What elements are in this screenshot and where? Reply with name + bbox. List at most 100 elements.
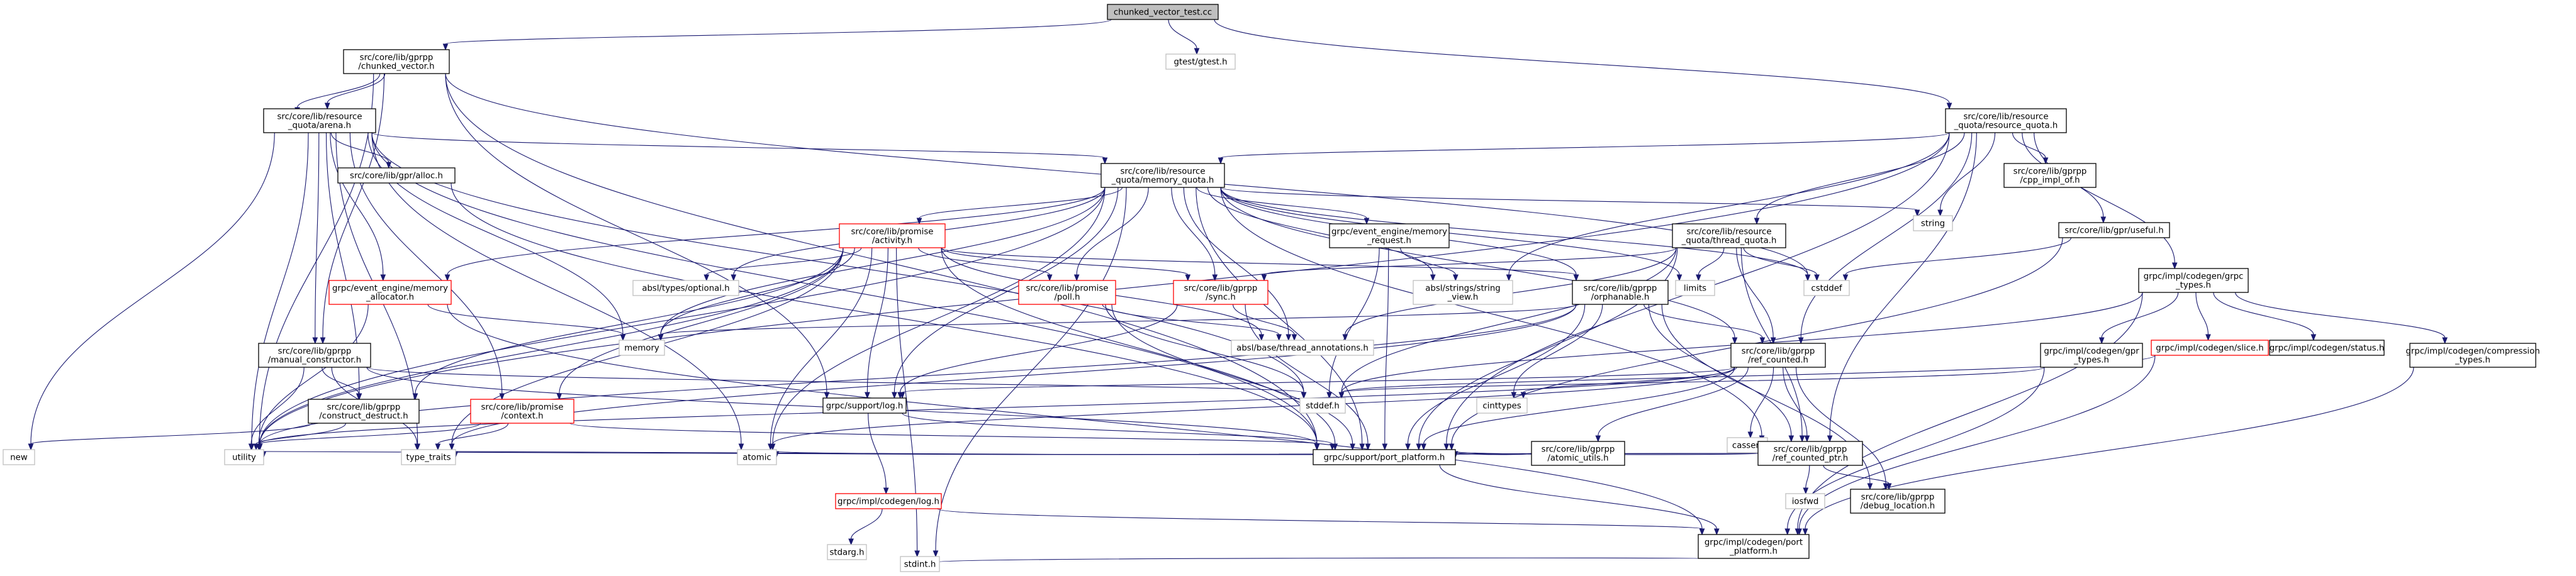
node-stdint[interactable]: stdint.h (900, 556, 940, 572)
node-gprtypes[interactable]: grpc/impl/codegen/gpr_types.h (2040, 343, 2143, 368)
node-label: /debug_location.h (1861, 502, 1935, 511)
node-box (401, 449, 456, 465)
edge-ema-to-utility (255, 304, 369, 451)
node-emr[interactable]: grpc/event_engine/memory_request.h (1329, 223, 1450, 248)
edge-line (1736, 247, 1774, 338)
node-cd[interactable]: src/core/lib/gprpp/construct_destruct.h (308, 399, 420, 424)
node-arena[interactable]: src/core/lib/resource_quota/arena.h (263, 108, 376, 133)
node-tq[interactable]: src/core/lib/resource_quota/thread_quota… (1672, 223, 1786, 248)
edge-line (296, 73, 381, 108)
edge-line (660, 187, 1106, 335)
edge-mc-to-stddef (366, 367, 1307, 399)
node-typetraits[interactable]: type_traits (401, 449, 456, 465)
node-cinttypes[interactable]: cinttypes (1476, 397, 1528, 414)
node-label: /activity.h (872, 236, 912, 246)
node-stringview[interactable]: absl/strings/string_view.h (1413, 280, 1513, 305)
arrowhead (1595, 435, 1601, 443)
arrowhead (1696, 274, 1701, 282)
node-refcounted[interactable]: src/core/lib/gprpp/ref_counted.h (1730, 343, 1826, 368)
arrowhead (916, 218, 922, 225)
edge-arena-to-mq (371, 132, 1108, 165)
edge-context-to-portplatform (569, 423, 1320, 451)
node-label: _request.h (1367, 236, 1411, 246)
arrowhead (738, 443, 744, 451)
node-context[interactable]: src/core/lib/promise/context.h (470, 399, 574, 424)
edge-cv-to-log (445, 73, 830, 399)
node-implog[interactable]: grpc/impl/codegen/log.h (835, 493, 942, 509)
node-cv[interactable]: src/core/lib/gprpp/chunked_vector.h (343, 49, 450, 74)
edge-line (868, 413, 887, 489)
node-rcptr[interactable]: src/core/lib/gprpp/ref_counted_ptr.h (1757, 441, 1863, 466)
node-rq[interactable]: src/core/lib/resource_quota/resource_quo… (1945, 108, 2067, 133)
edge-rcptr-to-iosfwd (1803, 465, 1810, 495)
node-poll[interactable]: src/core/lib/promise/poll.h (1018, 280, 1116, 305)
node-sync[interactable]: src/core/lib/gprpp/sync.h (1173, 280, 1268, 305)
edge-line (322, 367, 359, 394)
node-stddef[interactable]: stddef.h (1299, 397, 1346, 414)
node-alloc[interactable]: src/core/lib/gpr/alloc.h (337, 167, 456, 184)
node-label: src/core/lib/resource (277, 113, 362, 122)
node-box (1231, 340, 1374, 356)
node-label: _allocator.h (366, 293, 414, 302)
edge-refcounted-to-rcptr (1783, 367, 1810, 443)
edge-rq-to-mq (1218, 132, 1950, 165)
node-label: _types.h (2073, 356, 2109, 365)
node-atomic[interactable]: atomic (737, 449, 777, 465)
node-label: src/core/lib/gprpp (1584, 284, 1657, 294)
node-mq[interactable]: src/core/lib/resource_quota/memory_quota… (1100, 163, 1225, 188)
edge-refcounted-to-atomic (770, 367, 1735, 451)
node-mc[interactable]: src/core/lib/gprpp/manual_constructor.h (258, 343, 371, 368)
node-atomicutils[interactable]: src/core/lib/gprpp/atomic_utils.h (1531, 441, 1625, 466)
node-useful[interactable]: src/core/lib/gpr/useful.h (2058, 222, 2170, 238)
node-stdarg[interactable]: stdarg.h (827, 544, 867, 560)
node-ema[interactable]: grpc/event_engine/memory_allocator.h (328, 280, 452, 305)
node-memory[interactable]: memory (619, 340, 665, 356)
node-root[interactable]: chunked_vector_test.cc (1107, 4, 1219, 20)
node-optional[interactable]: absl/types/optional.h (632, 280, 739, 296)
node-label: src/core/lib/gprpp (1774, 445, 1847, 455)
node-box (1173, 280, 1268, 305)
node-string[interactable]: string (1913, 215, 1953, 231)
edge-line (1196, 187, 1367, 219)
node-compression[interactable]: grpc/impl/codegen/compression_types.h (2405, 343, 2540, 368)
node-limits[interactable]: limits (1675, 280, 1715, 296)
edge-line (1823, 465, 1890, 484)
arrowhead (1301, 392, 1307, 399)
node-grpctypes[interactable]: grpc/impl/codegen/grpc_types.h (2138, 268, 2249, 293)
arrowhead (1185, 274, 1191, 282)
edge-line (918, 247, 1050, 275)
node-slice[interactable]: grpc/impl/codegen/slice.h (2151, 340, 2269, 356)
node-activity[interactable]: src/core/lib/promise/activity.h (839, 223, 946, 248)
arrowhead (1314, 443, 1320, 451)
node-cppimpl[interactable]: src/core/lib/gprpp/cpp_impl_of.h (2003, 163, 2097, 188)
arrowhead (1506, 274, 1512, 282)
edge-activity-to-orphanable (941, 247, 1579, 282)
edge-line (1644, 304, 1763, 338)
node-label: grpc/impl/codegen/slice.h (2156, 344, 2263, 353)
edge-mq-to-log (892, 187, 1119, 399)
node-status[interactable]: grpc/impl/codegen/status.h (2269, 340, 2385, 356)
arrowhead (1520, 392, 1526, 399)
arrowhead (1291, 334, 1297, 341)
node-label: src/core/lib/gprpp (278, 347, 352, 357)
node-cstddef[interactable]: cstddef (1803, 280, 1850, 296)
arrowhead (1759, 337, 1766, 345)
node-label: /orphanable.h (1591, 293, 1650, 302)
node-thread_ann[interactable]: absl/base/thread_annotations.h (1231, 340, 1374, 356)
node-debugloc[interactable]: src/core/lib/gprpp/debug_location.h (1850, 489, 1946, 514)
node-new[interactable]: new (3, 449, 35, 465)
node-log[interactable]: grpc/support/log.h (822, 397, 907, 414)
arrowhead (1713, 528, 1720, 536)
node-gtest[interactable]: gtest/gtest.h (1165, 53, 1236, 70)
node-portplatform[interactable]: grpc/support/port_platform.h (1313, 449, 1456, 465)
edge-line (941, 247, 1189, 275)
node-utility[interactable]: utility (224, 449, 264, 465)
node-box (1698, 534, 1810, 559)
node-iosfwd[interactable]: iosfwd (1785, 493, 1825, 509)
node-orphanable[interactable]: src/core/lib/gprpp/orphanable.h (1572, 280, 1669, 305)
node-codegenport[interactable]: grpc/impl/codegen/port_platform.h (1698, 534, 1810, 559)
edge-line (1111, 304, 1353, 445)
edge-line (1220, 187, 1808, 275)
edge-line (259, 423, 481, 445)
